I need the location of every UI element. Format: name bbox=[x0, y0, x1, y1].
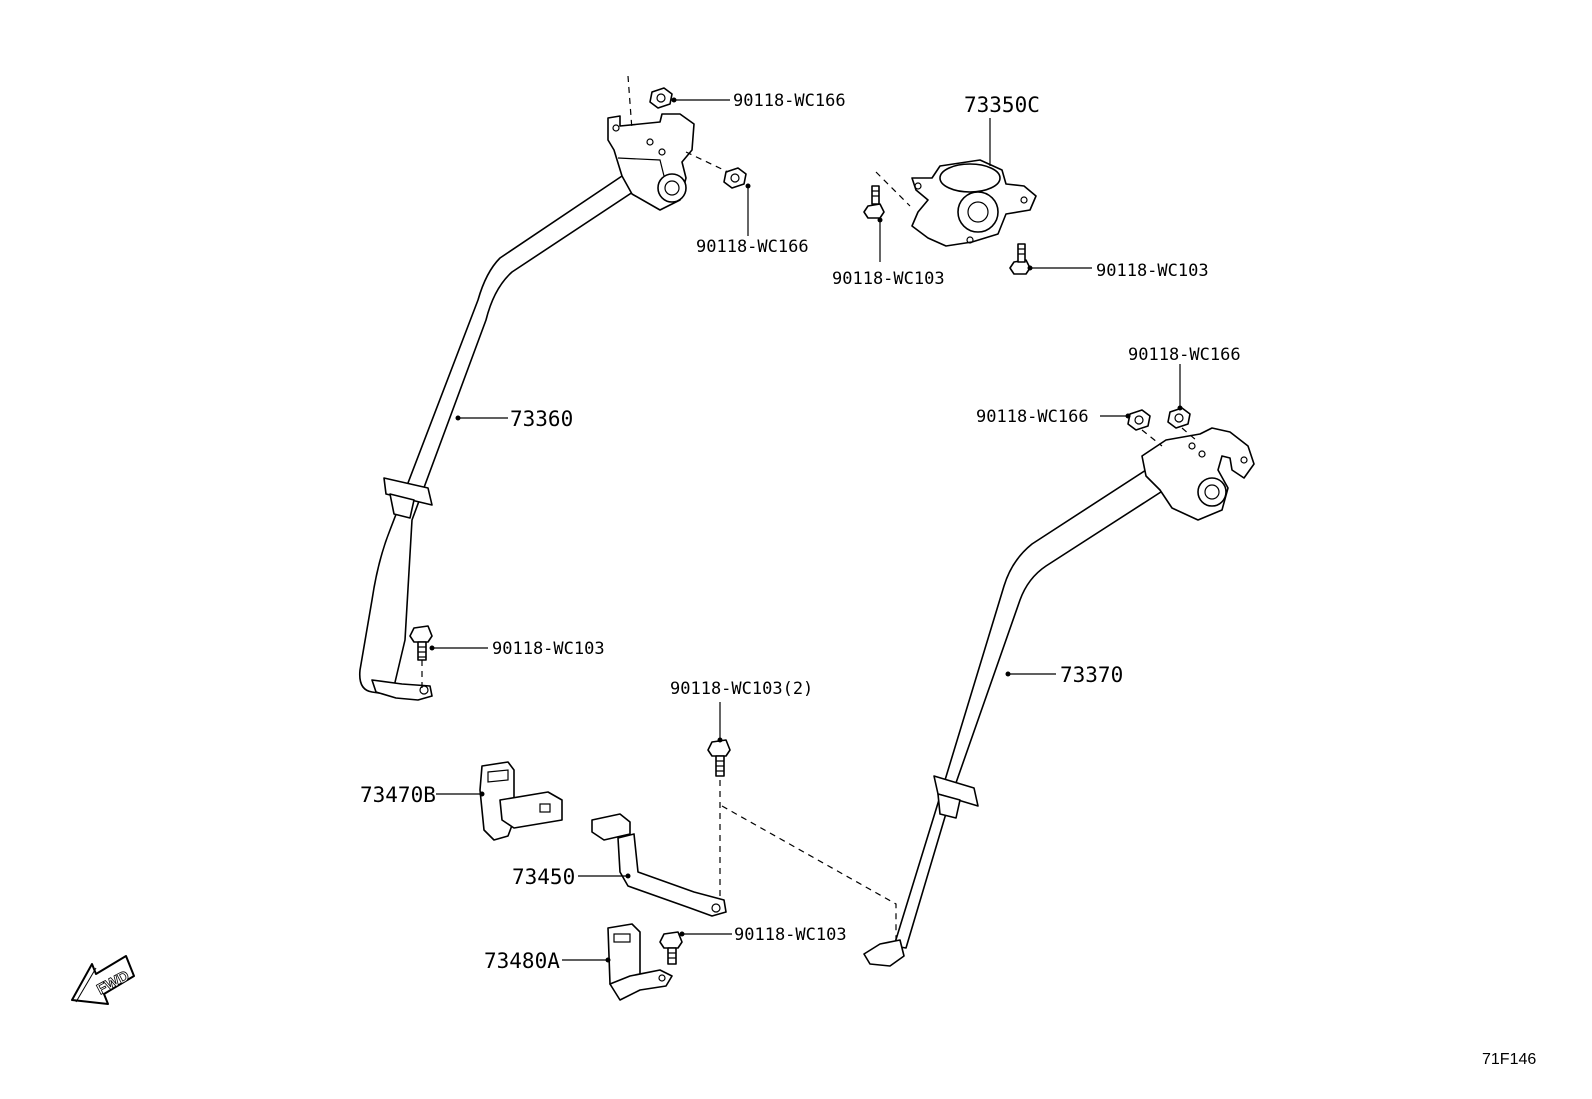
label-nut-left-top: 90118-WC166 bbox=[733, 91, 846, 111]
center-retractor-bolt-left[interactable] bbox=[863, 185, 885, 219]
label-bolt-left-anchor: 90118-WC103 bbox=[492, 639, 605, 659]
label-bolt-buckle-a: 90118-WC103 bbox=[734, 925, 847, 945]
left-retractor-nut-top[interactable] bbox=[649, 87, 673, 109]
label-buckle-a: 73480A bbox=[484, 949, 560, 973]
label-center-retractor: 73350C bbox=[964, 93, 1040, 117]
label-bolt-center-left: 90118-WC103 bbox=[832, 269, 945, 289]
left-anchor-bolt[interactable] bbox=[409, 625, 433, 661]
fwd-arrow-icon: FWD bbox=[71, 955, 135, 1005]
buckle-strap-73450[interactable] bbox=[591, 813, 727, 917]
center-retractor[interactable] bbox=[911, 159, 1037, 247]
buckle-73470b[interactable] bbox=[479, 761, 563, 841]
label-bolt-center-right: 90118-WC103 bbox=[1096, 261, 1209, 281]
label-belt-right: 73370 bbox=[1060, 663, 1123, 687]
label-bolt-strap: 90118-WC103(2) bbox=[670, 679, 813, 699]
center-retractor-bolt-right[interactable] bbox=[1009, 243, 1031, 275]
right-retractor-nut-side[interactable] bbox=[1127, 409, 1151, 431]
label-belt-left: 73360 bbox=[510, 407, 573, 431]
bolt-strap[interactable] bbox=[707, 739, 731, 777]
right-retractor-nut-top[interactable] bbox=[1167, 407, 1191, 429]
buckle-73480a[interactable] bbox=[607, 923, 673, 1001]
diagram-code: 71F146 bbox=[1482, 1051, 1536, 1068]
left-seat-belt-assembly[interactable] bbox=[358, 113, 695, 701]
label-buckle-strap: 73450 bbox=[512, 865, 575, 889]
label-nut-right-top: 90118-WC166 bbox=[1128, 345, 1241, 365]
right-seat-belt-assembly[interactable] bbox=[863, 427, 1255, 967]
label-nut-left-side: 90118-WC166 bbox=[696, 237, 809, 257]
label-nut-right-side: 90118-WC166 bbox=[976, 407, 1089, 427]
label-buckle-b: 73470B bbox=[360, 783, 436, 807]
left-retractor-nut-side[interactable] bbox=[723, 167, 747, 189]
bolt-buckle-73480a[interactable] bbox=[659, 931, 683, 965]
